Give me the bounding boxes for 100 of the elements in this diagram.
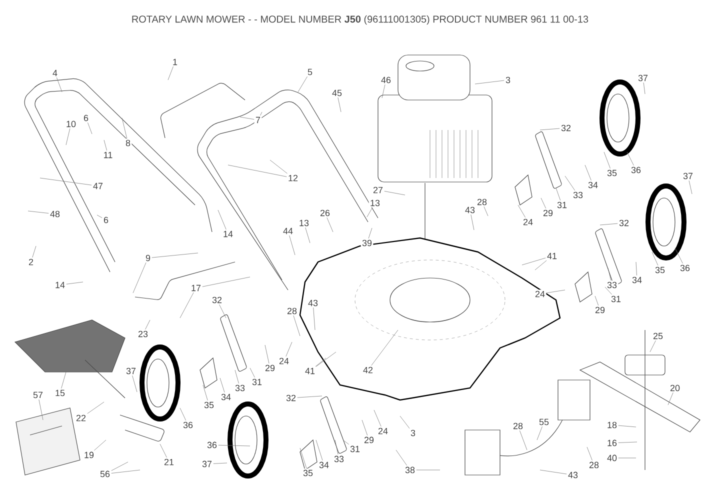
leader-line: [289, 235, 296, 256]
leader-line: [240, 116, 254, 120]
leader-line: [66, 128, 70, 146]
callout-number: 55: [538, 418, 550, 426]
callout-number: 43: [464, 206, 476, 214]
leader-line: [604, 152, 610, 169]
leader-line: [650, 340, 656, 352]
callout-number: 12: [286, 174, 300, 182]
leader-line: [564, 176, 576, 191]
leader-line: [122, 118, 128, 139]
callout-number: 43: [566, 470, 580, 480]
leader-line: [518, 204, 526, 218]
leader-line: [305, 227, 310, 244]
callout-number: 32: [618, 218, 630, 228]
leader-line: [160, 444, 167, 458]
callout-number: 2: [27, 258, 35, 266]
callout-number: 5: [306, 68, 314, 76]
leader-line: [300, 448, 307, 469]
leader-line: [56, 77, 62, 92]
leader-line: [313, 307, 316, 330]
callout-number: 28: [286, 306, 298, 316]
leader-line: [88, 122, 92, 134]
leader-line: [652, 252, 658, 266]
leader-line: [371, 330, 398, 366]
leader-line: [586, 446, 592, 461]
callout-number: 35: [606, 168, 618, 178]
callout-number: 37: [636, 74, 650, 82]
callout-number: 38: [404, 466, 416, 474]
callout-number: 4: [51, 68, 59, 78]
callout-number: 29: [542, 208, 554, 218]
leader-line: [111, 462, 128, 471]
leader-line: [618, 425, 636, 428]
callout-number: 27: [372, 186, 384, 194]
leader-line: [400, 416, 410, 429]
leader-line: [316, 440, 323, 461]
callout-number: 36: [182, 420, 194, 430]
leader-line: [228, 164, 287, 177]
callout-number: 24: [534, 290, 546, 298]
leader-line: [111, 470, 140, 474]
callout-number: 33: [572, 190, 584, 200]
callout-number: 33: [332, 454, 346, 464]
leader-line: [368, 228, 372, 239]
leader-line: [260, 112, 262, 116]
leader-line: [643, 82, 646, 94]
leader-line: [474, 80, 504, 84]
leader-line: [180, 292, 194, 318]
leader-line: [180, 408, 186, 421]
callout-number: 46: [380, 76, 392, 84]
callout-number: 32: [560, 124, 572, 132]
leader-line: [213, 462, 228, 464]
leader-line: [636, 262, 637, 276]
callout-number: 33: [234, 384, 246, 392]
leader-line: [270, 160, 288, 174]
callout-number: 47: [92, 182, 104, 190]
leader-line: [470, 214, 474, 230]
leader-line: [61, 372, 66, 389]
callout-number: 36: [206, 440, 218, 450]
leader-line: [202, 384, 208, 401]
leader-line: [556, 188, 561, 201]
callout-number: 48: [48, 210, 62, 218]
callout-number: 31: [250, 378, 264, 386]
callout-number: 3: [504, 76, 512, 84]
leader-line: [520, 430, 528, 450]
callout-number: 41: [304, 366, 316, 376]
leader-line: [384, 190, 406, 196]
callout-number: 32: [210, 296, 224, 304]
leader-line: [297, 396, 322, 398]
leader-line: [87, 402, 104, 414]
callout-number: 24: [278, 356, 290, 366]
leader-line: [286, 342, 292, 357]
leader-line: [298, 76, 308, 92]
callout-number: 16: [606, 438, 618, 448]
leader-line: [220, 378, 225, 393]
leader-line: [293, 315, 300, 336]
callout-number: 6: [82, 114, 90, 122]
callout-number: 14: [222, 230, 234, 238]
callout-number: 45: [330, 88, 344, 98]
callout-number: 9: [144, 254, 152, 262]
callout-number: 26: [318, 208, 332, 218]
callout-number: 14: [54, 280, 66, 290]
callout-number: 22: [74, 414, 88, 422]
leader-line: [28, 210, 49, 214]
leader-line: [584, 164, 592, 181]
callout-number: 42: [362, 366, 374, 374]
callout-number: 7: [254, 116, 262, 124]
callout-number: 32: [284, 394, 298, 402]
leader-line: [104, 140, 108, 151]
callout-number: 39: [360, 238, 374, 248]
leader-line: [594, 296, 599, 306]
callout-number: 56: [98, 470, 112, 478]
callout-number: 19: [82, 450, 96, 460]
leader-line: [32, 246, 36, 258]
callout-number: 28: [476, 198, 488, 206]
leader-line: [315, 358, 326, 367]
leader-line: [94, 440, 106, 451]
leader-line: [66, 282, 84, 284]
callout-number: 33: [606, 280, 618, 290]
leader-line: [334, 440, 338, 455]
leader-line: [626, 152, 634, 166]
leader-line: [132, 262, 146, 294]
